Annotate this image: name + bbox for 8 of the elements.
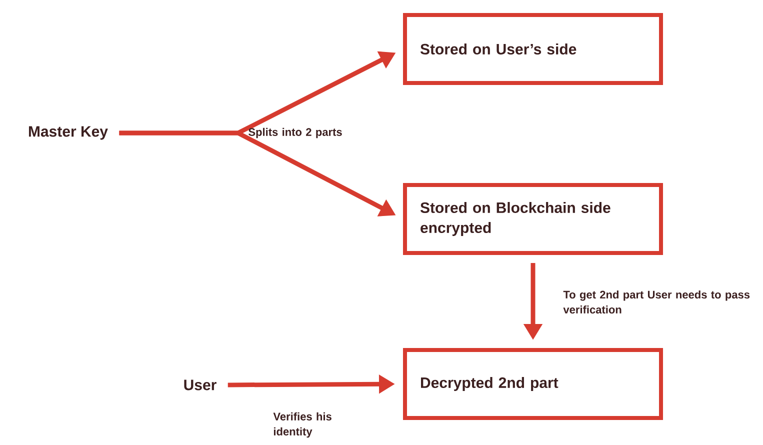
edge-label: To get 2nd part User needs to pass verification (563, 290, 750, 314)
node-label: Master Key (28, 126, 108, 140)
process-box: Stored on User’s side (403, 13, 663, 85)
process-box: Stored on Blockchain side encrypted (403, 183, 663, 255)
process-box: Decrypted 2nd part (403, 348, 663, 420)
node-label: User (184, 380, 216, 390)
edge-label: Splits into 2 parts (248, 128, 342, 138)
edge-label: Verifies his identity (273, 412, 332, 438)
